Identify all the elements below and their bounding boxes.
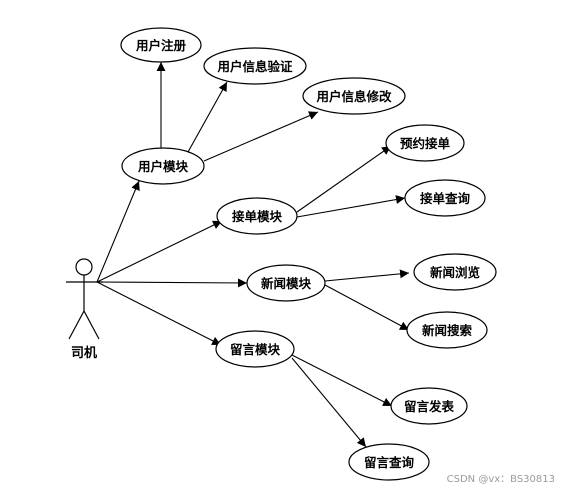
actor-right-leg — [83, 310, 100, 340]
actor-head — [75, 258, 93, 276]
assoc-actor-user — [96, 180, 140, 283]
uc-news-browse-label: 新闻浏览 — [430, 265, 480, 280]
assoc-order-query — [296, 195, 406, 218]
actor-driver: 司机 — [66, 258, 103, 361]
uc-user-verify-label: 用户信息验证 — [216, 59, 293, 74]
assoc-user-verify — [187, 81, 228, 153]
module-order — [216, 197, 298, 235]
uc-order-query — [404, 179, 486, 217]
module-message — [215, 330, 295, 368]
module-order-label: 接单模块 — [232, 209, 283, 224]
uc-order-reserve-label: 预约接单 — [400, 136, 451, 151]
assoc-actor-order — [96, 220, 223, 283]
uc-news-search — [406, 311, 488, 349]
uc-user-register — [120, 27, 202, 63]
module-news — [246, 264, 326, 302]
watermark: CSDN @vx：BS30813 — [446, 474, 555, 485]
uc-order-query-label: 接单查询 — [420, 191, 471, 206]
uc-user-register-label: 用户注册 — [135, 38, 187, 53]
assoc-message-post — [291, 354, 393, 407]
assoc-actor-message — [96, 281, 222, 346]
assoc-user-modify — [203, 111, 319, 162]
assoc-news-browse — [324, 269, 410, 282]
assoc-actor-news — [96, 278, 248, 288]
module-news-label: 新闻模块 — [261, 276, 312, 291]
uc-news-browse — [413, 253, 497, 291]
assoc-message-query — [291, 357, 367, 448]
uc-user-modify — [302, 77, 406, 115]
uc-message-query — [348, 443, 430, 481]
uc-user-verify — [203, 47, 307, 85]
assoc-order-reserve — [296, 145, 392, 213]
uc-order-reserve — [385, 124, 465, 162]
module-user-label: 用户模块 — [137, 159, 189, 174]
uc-news-search-label: 新闻搜索 — [422, 323, 473, 338]
actor-label: 司机 — [71, 345, 97, 361]
assoc-news-search — [324, 284, 410, 331]
uc-message-post — [390, 387, 468, 425]
uc-message-query-label: 留言查询 — [364, 455, 415, 470]
actor-left-leg — [68, 310, 85, 340]
module-message-label: 留言模块 — [230, 342, 281, 357]
module-user — [121, 147, 205, 185]
uc-user-modify-label: 用户信息修改 — [315, 89, 392, 104]
uc-message-post-label: 留言发表 — [404, 399, 455, 414]
